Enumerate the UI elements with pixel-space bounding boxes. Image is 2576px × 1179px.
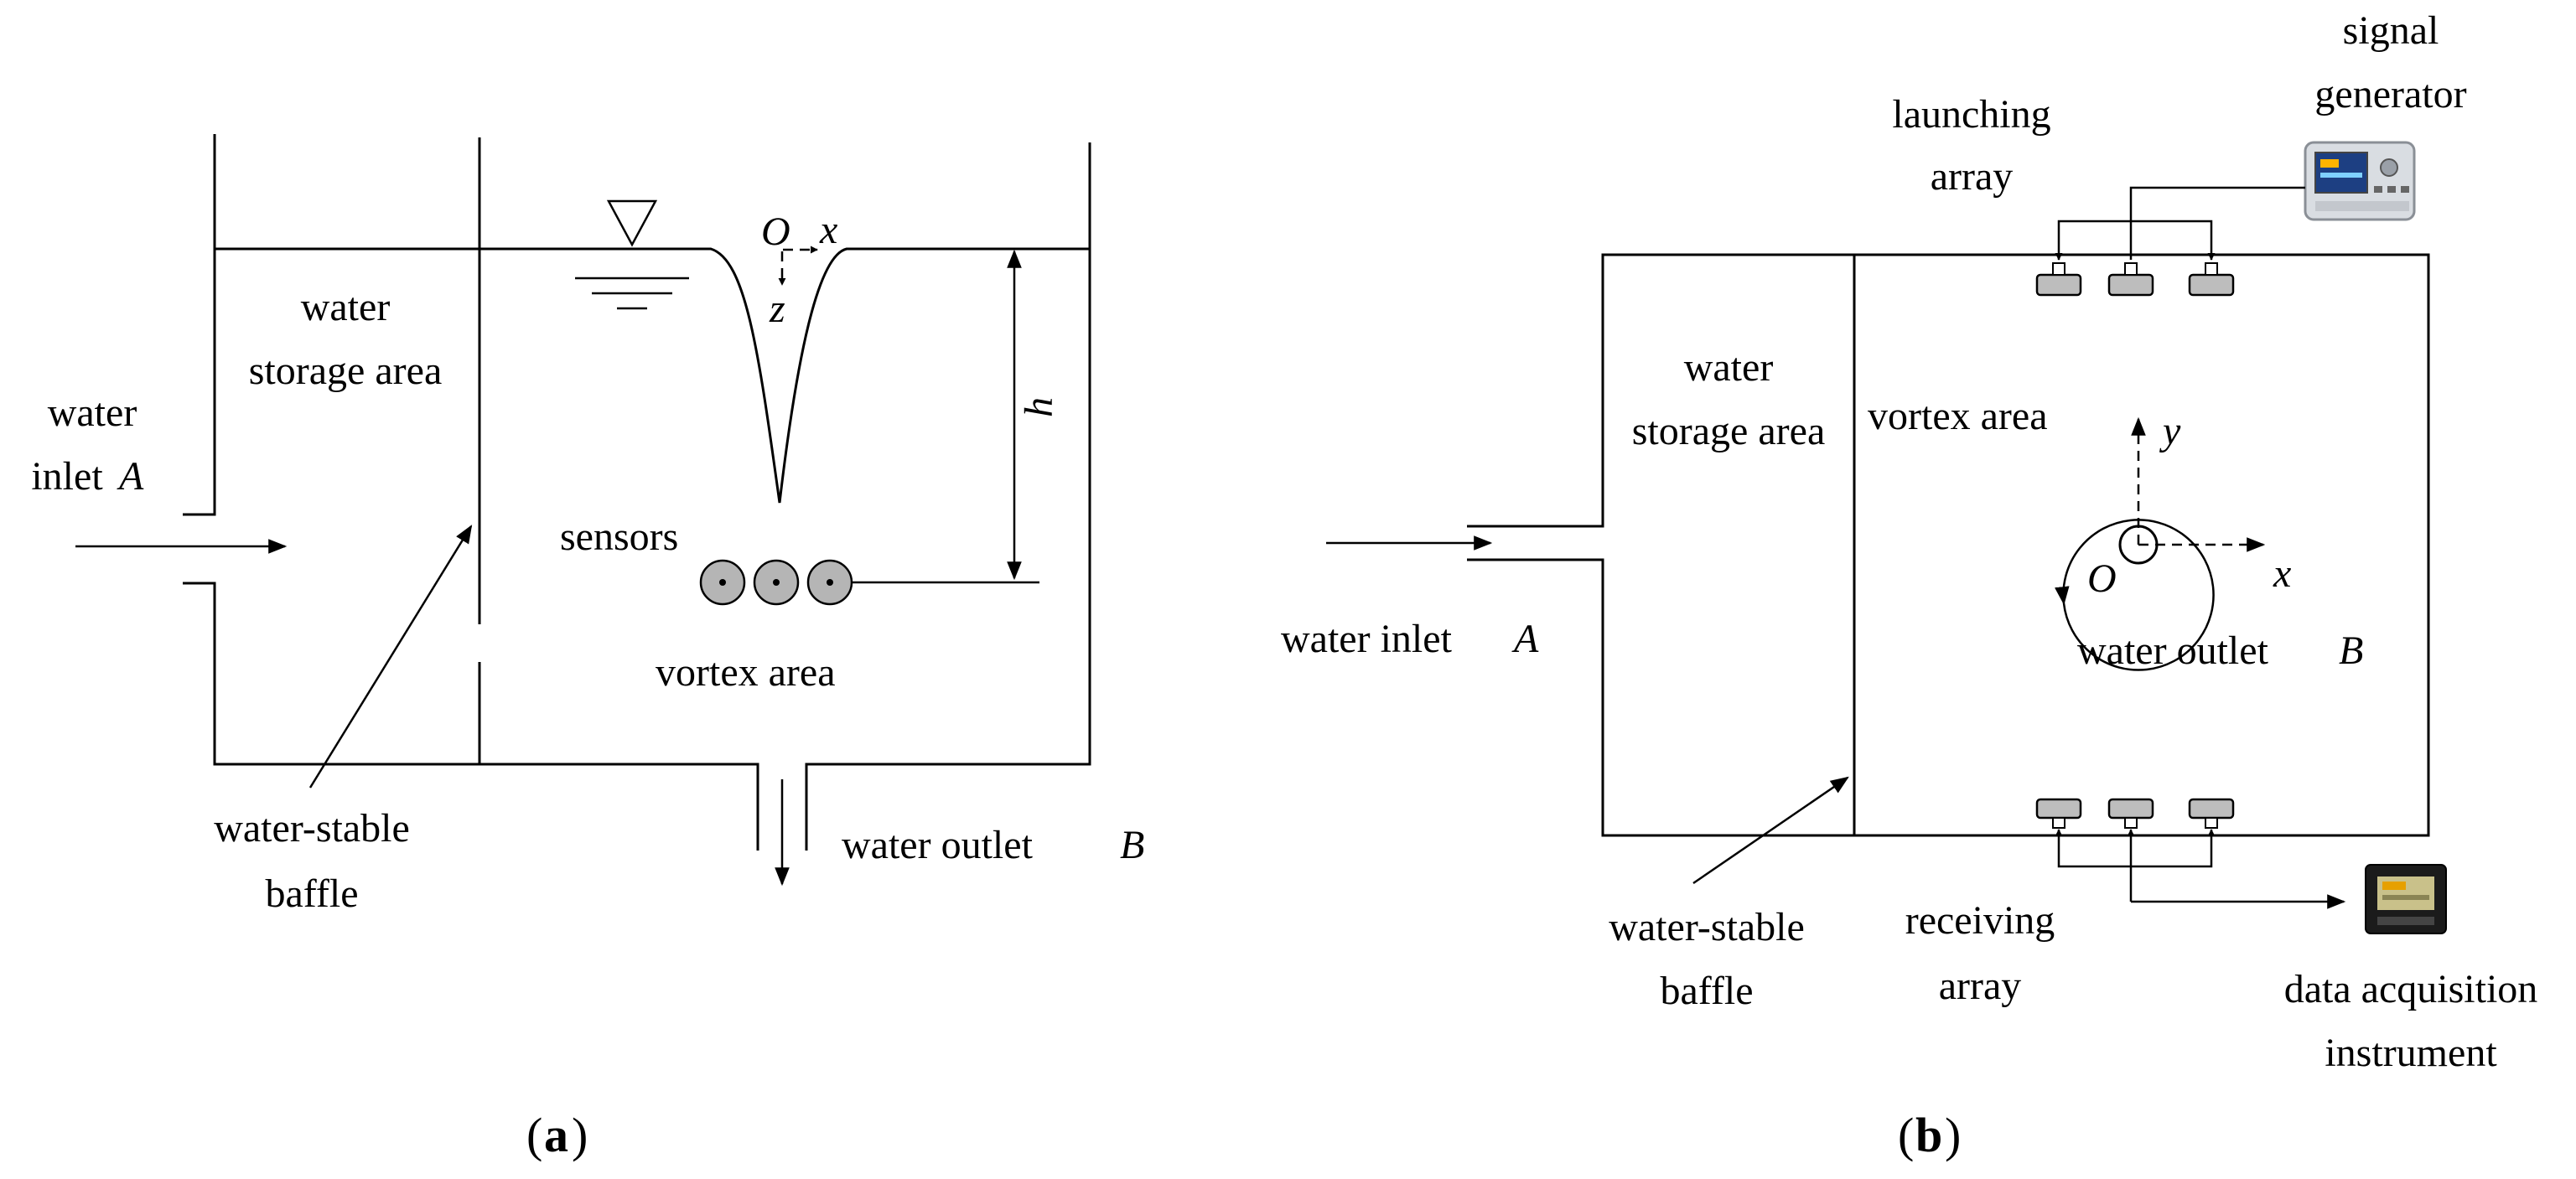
baffle-label-a-2: baffle <box>265 871 358 916</box>
baffle-label-a-1: water-stable <box>214 806 410 851</box>
svg-text:(: ( <box>1898 1108 1914 1162</box>
baffle-label-b-2: baffle <box>1660 969 1753 1013</box>
panel-a: O x z h water storage area water inlet <box>31 134 1144 1162</box>
x-axis-label: x <box>819 208 837 252</box>
axes-oxz: O x z <box>761 208 837 331</box>
z-axis-label: z <box>769 287 785 331</box>
inlet-letter-b: A <box>1511 617 1539 661</box>
vortex-label-b: vortex area <box>1868 394 2048 438</box>
svg-text:): ) <box>1945 1108 1961 1162</box>
origin-label-b: O <box>2087 556 2117 601</box>
generator-label-1: signal <box>2343 8 2439 53</box>
data-acquisition-icon <box>2365 864 2447 934</box>
launching-label-2: array <box>1931 154 2014 199</box>
water-surface-vortex <box>215 247 1090 504</box>
sensors-a <box>699 559 853 606</box>
receiver <box>2107 798 2154 829</box>
tank-walls-b <box>1467 253 2430 837</box>
baffle-pointer <box>308 525 473 789</box>
svg-text:a: a <box>544 1108 568 1162</box>
storage-label-a-1: water <box>301 285 391 329</box>
storage-label-a-2: storage area <box>249 349 443 393</box>
outlet-letter-b: B <box>2339 628 2363 673</box>
y-axis-label: y <box>2159 409 2181 453</box>
inlet-letter-a: A <box>117 454 144 499</box>
generator-label-2: generator <box>2314 72 2466 116</box>
caption-a: ( a ) <box>526 1108 588 1162</box>
inlet-label-a-2: inlet <box>31 454 103 499</box>
svg-text:b: b <box>1915 1108 1942 1162</box>
transmitter <box>2188 262 2235 297</box>
transmitter <box>2107 262 2154 297</box>
origin-label: O <box>761 209 790 254</box>
launching-label-1: launching <box>1892 92 2050 137</box>
depth-label: h <box>1017 397 1061 417</box>
outlet-and-axes: y x O <box>2055 409 2291 671</box>
receiving-label-1: receiving <box>1905 898 2055 943</box>
svg-text:): ) <box>572 1108 588 1162</box>
launching-array <box>2035 186 2282 297</box>
storage-label-b-2: storage area <box>1632 409 1826 453</box>
transmitter <box>2035 262 2082 297</box>
inlet-label-b: water inlet <box>1281 617 1453 661</box>
daq-label-2: instrument <box>2325 1031 2497 1075</box>
vortex-label-a: vortex area <box>656 650 836 695</box>
receiving-label-2: array <box>1939 964 2022 1008</box>
free-surface-symbol <box>575 199 689 310</box>
outlet-label-a: water outlet <box>842 823 1034 867</box>
daq-label-1: data acquisition <box>2284 967 2538 1011</box>
outlet-label-b: water outlet <box>2077 628 2269 673</box>
caption-b: ( b ) <box>1898 1108 1961 1162</box>
x-axis-label-b: x <box>2273 551 2291 596</box>
panel-b: y x O signal generator launching array w… <box>1281 8 2537 1162</box>
baffle-pointer-b <box>1692 776 1849 885</box>
storage-label-b-1: water <box>1684 345 1774 390</box>
baffle-label-b-1: water-stable <box>1609 905 1805 949</box>
outlet-letter-a: B <box>1120 823 1144 867</box>
signal-generator-icon <box>2282 141 2416 221</box>
receiver <box>2035 798 2082 829</box>
depth-dimension: h <box>847 249 1061 584</box>
receiver <box>2188 798 2235 829</box>
inlet-label-a-1: water <box>48 390 137 435</box>
sensors-label: sensors <box>560 515 678 559</box>
receiving-array <box>2035 798 2346 909</box>
tank-walls-a <box>183 134 1091 851</box>
svg-text:(: ( <box>526 1108 542 1162</box>
